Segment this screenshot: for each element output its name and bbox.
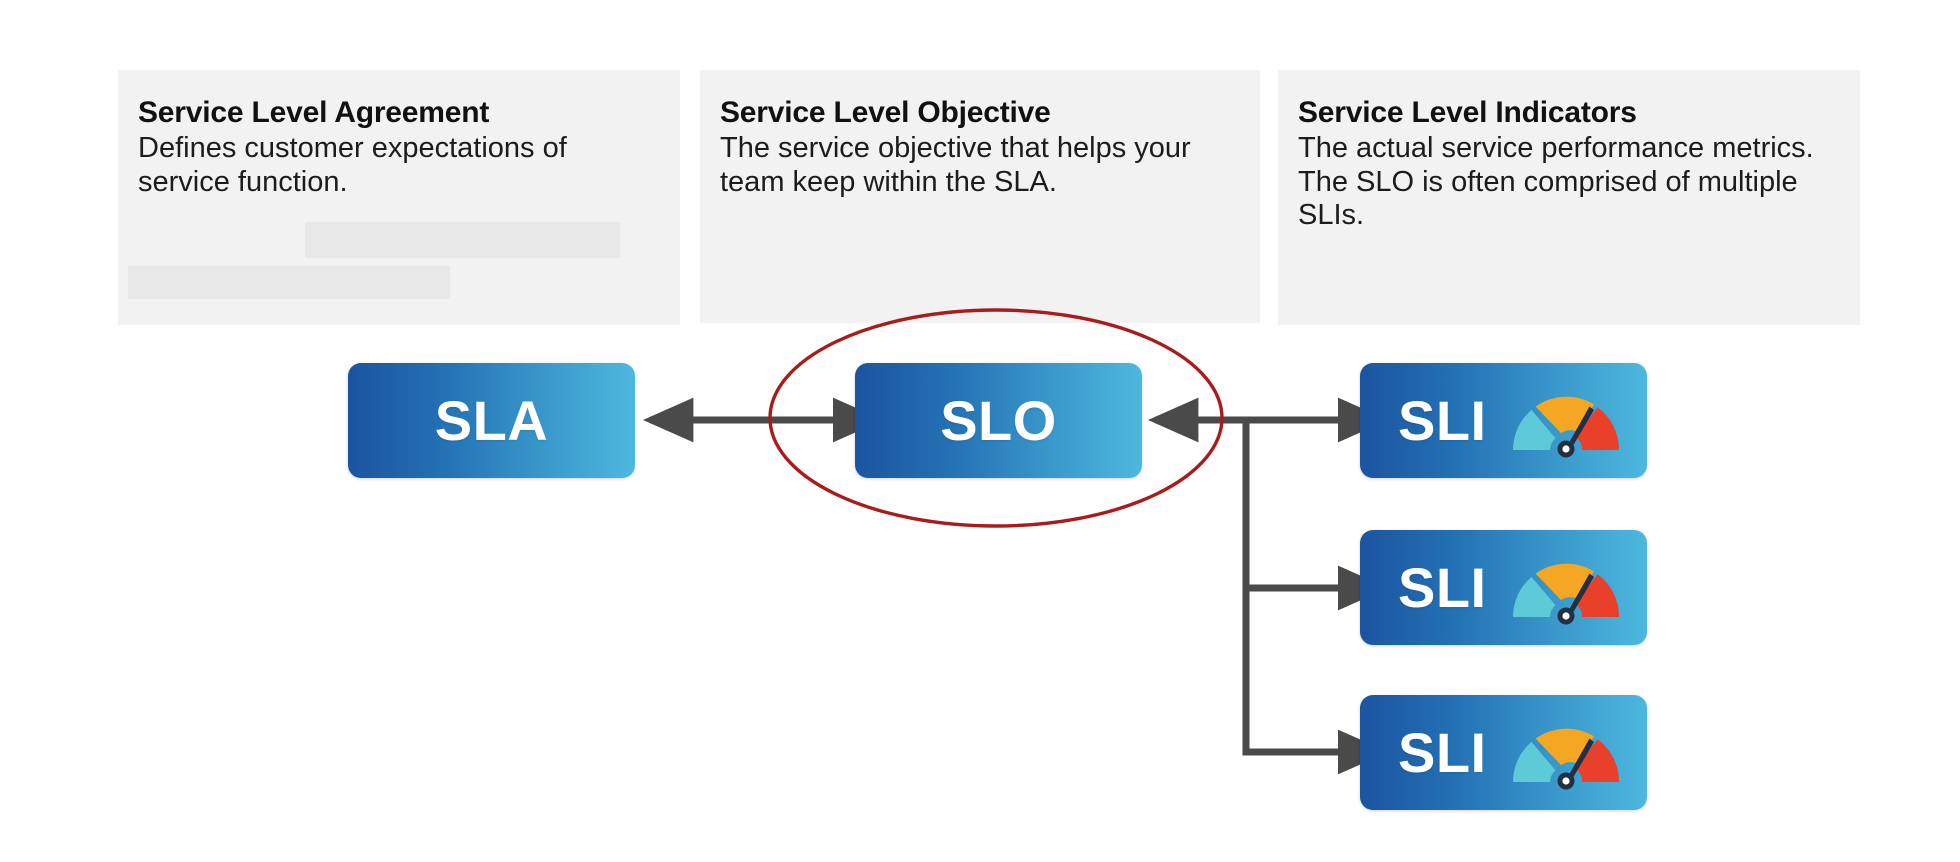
node-sli-1[interactable]: SLI <box>1360 363 1647 478</box>
node-slo[interactable]: SLO <box>855 363 1142 478</box>
redacted-block <box>128 266 450 299</box>
gauge-icon <box>1513 563 1620 624</box>
node-sli-3[interactable]: SLI <box>1360 695 1647 810</box>
card-sla-title: Service Level Agreement <box>138 96 490 129</box>
card-slo-title: Service Level Objective <box>720 96 1051 129</box>
gauge-icon <box>1513 728 1620 789</box>
card-sli-title: Service Level Indicators <box>1298 96 1637 129</box>
gauge-icon <box>1513 396 1620 457</box>
card-slo-body: The service objective that helps your te… <box>720 131 1191 198</box>
node-sla[interactable]: SLA <box>348 363 635 478</box>
node-sli-2-label: SLI <box>1398 555 1487 619</box>
node-sla-label: SLA <box>434 388 549 452</box>
node-sli-1-label: SLI <box>1398 388 1487 452</box>
node-sli-3-label: SLI <box>1398 720 1487 784</box>
card-sli-body: The actual service performance metrics. … <box>1298 131 1814 232</box>
node-sli-2[interactable]: SLI <box>1360 530 1647 645</box>
card-sla-body: Defines customer expectations of service… <box>138 131 567 198</box>
card-sla: Service Level Agreement Defines customer… <box>118 70 680 325</box>
card-slo: Service Level Objective The service obje… <box>700 70 1260 323</box>
card-sli: Service Level Indicators The actual serv… <box>1278 70 1860 325</box>
node-slo-label: SLO <box>940 388 1057 452</box>
redacted-block <box>305 222 620 258</box>
